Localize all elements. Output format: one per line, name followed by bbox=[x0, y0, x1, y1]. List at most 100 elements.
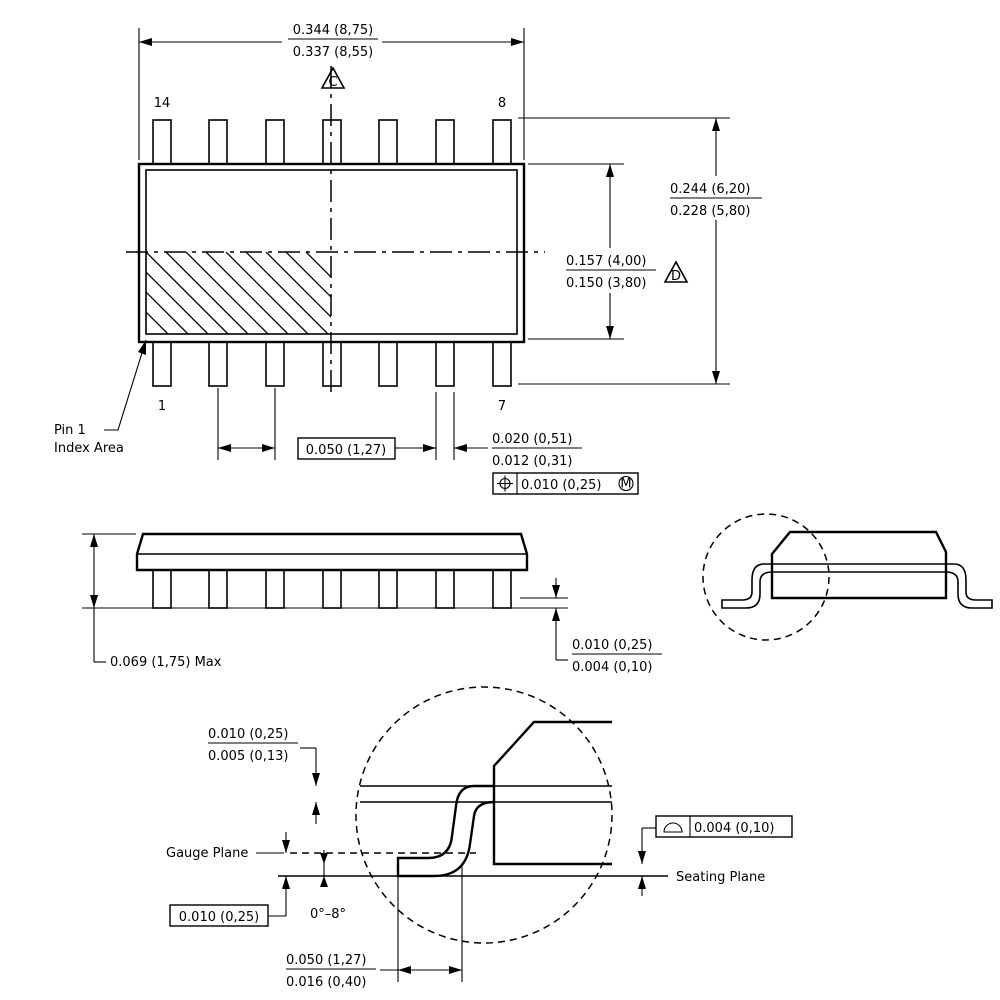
position-icon bbox=[497, 475, 513, 492]
coplanarity-value: 0.004 (0,10) bbox=[694, 821, 774, 836]
pitch-value: 0.050 (1,27) bbox=[306, 443, 386, 458]
detail-body-outline bbox=[492, 720, 612, 866]
seating-plane-label: Seating Plane bbox=[676, 870, 765, 885]
pin1-index-hatch bbox=[146, 252, 331, 334]
arrowhead bbox=[449, 966, 462, 974]
lead bbox=[208, 341, 228, 387]
lead-width-min: 0.012 (0,31) bbox=[492, 454, 572, 469]
foot-length-max: 0.050 (1,27) bbox=[286, 953, 366, 968]
lead bbox=[322, 569, 342, 609]
label-backdrop bbox=[282, 20, 382, 65]
arrowhead bbox=[638, 876, 646, 889]
lead bbox=[265, 119, 285, 165]
thickness-max: 0.010 (0,25) bbox=[208, 727, 288, 742]
lead bbox=[322, 119, 342, 165]
pitch-box bbox=[297, 437, 396, 460]
arrowhead bbox=[312, 802, 320, 815]
pin1-label: 1 bbox=[158, 399, 166, 414]
lead bbox=[208, 569, 228, 609]
detail-circle-large bbox=[355, 686, 613, 944]
lead bbox=[322, 341, 342, 387]
lead bbox=[265, 569, 285, 609]
lead bbox=[492, 341, 512, 387]
standoff-min: 0.004 (0,10) bbox=[572, 660, 652, 675]
end-lead-left bbox=[721, 563, 773, 609]
lead bbox=[435, 119, 455, 165]
note-c-label: C bbox=[328, 75, 337, 90]
end-lead-right bbox=[945, 563, 993, 609]
arrowhead bbox=[511, 38, 524, 46]
foot-length-min: 0.016 (0,40) bbox=[286, 975, 366, 990]
gull-wing-lead bbox=[396, 784, 495, 878]
length-min: 0.337 (8,55) bbox=[293, 45, 373, 60]
top-leads bbox=[152, 119, 512, 165]
lead bbox=[378, 569, 398, 609]
arrowhead bbox=[90, 595, 98, 608]
pin14-label: 14 bbox=[154, 96, 171, 111]
note-d-label: D bbox=[671, 269, 681, 284]
standoff-max: 0.010 (0,25) bbox=[572, 638, 652, 653]
lead bbox=[378, 119, 398, 165]
side-leads bbox=[152, 569, 512, 609]
arrowhead bbox=[712, 118, 720, 131]
gauge-dimension-box bbox=[169, 904, 269, 927]
mmc-modifier: M bbox=[620, 477, 631, 492]
lead-width-max: 0.020 (0,51) bbox=[492, 432, 572, 447]
top-view: 0.344 (8,75) 0.337 (8,55) C 14 8 1 7 bbox=[54, 20, 766, 495]
overall-width-min: 0.228 (5,80) bbox=[670, 204, 750, 219]
arrowhead bbox=[320, 853, 328, 864]
side-body bbox=[135, 532, 529, 572]
body-width-max: 0.157 (4,00) bbox=[566, 254, 646, 269]
arrowhead bbox=[320, 876, 328, 887]
end-body bbox=[770, 530, 948, 600]
lead bbox=[492, 119, 512, 165]
mmc-circle-icon bbox=[618, 475, 634, 492]
bottom-leads bbox=[152, 341, 512, 387]
arrowhead bbox=[312, 773, 320, 786]
lead bbox=[152, 119, 172, 165]
pin1-callout-line2: Index Area bbox=[54, 441, 124, 456]
arrowhead bbox=[282, 840, 290, 853]
lead bbox=[435, 569, 455, 609]
body-width-min: 0.150 (3,80) bbox=[566, 276, 646, 291]
height-value: 0.069 (1,75) Max bbox=[110, 655, 222, 670]
arrowhead bbox=[638, 851, 646, 864]
arrowhead bbox=[90, 534, 98, 547]
arrowhead bbox=[218, 444, 231, 452]
arrowhead bbox=[606, 164, 614, 177]
lead bbox=[152, 341, 172, 387]
detail-circle-small bbox=[702, 513, 830, 641]
pin7-label: 7 bbox=[498, 399, 506, 414]
length-max: 0.344 (8,75) bbox=[293, 23, 373, 38]
arrowhead bbox=[552, 608, 560, 621]
overall-width-max: 0.244 (6,20) bbox=[670, 182, 750, 197]
arrowhead bbox=[552, 585, 560, 598]
arrowhead bbox=[282, 876, 290, 889]
note-triangle-icon bbox=[663, 260, 689, 283]
arrowhead bbox=[138, 340, 146, 355]
gauge-dimension-value: 0.010 (0,25) bbox=[179, 910, 259, 925]
lead bbox=[435, 341, 455, 387]
lead bbox=[152, 569, 172, 609]
note-triangle-icon bbox=[320, 66, 346, 89]
gauge-plane-label: Gauge Plane bbox=[166, 846, 248, 861]
pin8-label: 8 bbox=[498, 96, 506, 111]
arrowhead bbox=[423, 444, 436, 452]
end-view bbox=[702, 513, 993, 641]
profile-icon bbox=[663, 822, 683, 833]
thickness-min: 0.005 (0,13) bbox=[208, 749, 288, 764]
lead bbox=[378, 341, 398, 387]
arrowhead bbox=[262, 444, 275, 452]
lead bbox=[265, 341, 285, 387]
lead bbox=[492, 569, 512, 609]
arrowhead bbox=[398, 966, 411, 974]
pin1-callout-line1: Pin 1 bbox=[54, 423, 86, 438]
arrowhead bbox=[454, 444, 467, 452]
angle-value: 0°–8° bbox=[310, 907, 346, 922]
arrowhead bbox=[139, 38, 152, 46]
arrowhead bbox=[606, 326, 614, 339]
arrowhead bbox=[712, 371, 720, 384]
position-tolerance-value: 0.010 (0,25) bbox=[521, 478, 601, 493]
lead bbox=[208, 119, 228, 165]
